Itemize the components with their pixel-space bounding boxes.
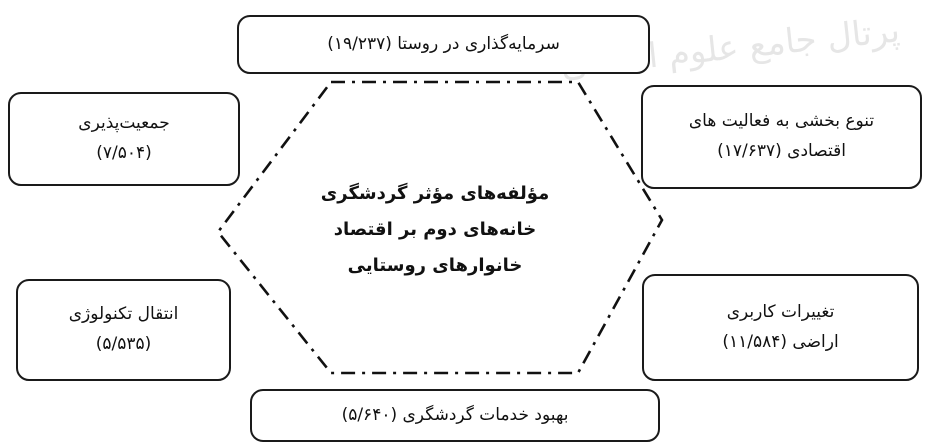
- factor-box-land-use: تغییرات کاربری اراضی (۱۱/۵۸۴): [642, 274, 919, 381]
- factor-box-diversification: تنوع بخشی به فعالیت های اقتصادی (۱۷/۶۳۷): [641, 85, 922, 189]
- factor-label-technology-line2: (۵/۵۳۵): [95, 334, 152, 354]
- factor-label-diversification-line2: اقتصادی (۱۷/۶۳۷): [717, 141, 846, 161]
- central-concept-line1: مؤلفه‌های مؤثر گردشگری: [320, 183, 550, 204]
- factor-box-investment: سرمایه‌گذاری در روستا (۱۹/۲۳۷): [237, 15, 650, 74]
- factor-label-tourism-services: بهبود خدمات گردشگری (۵/۶۴۰): [341, 404, 569, 425]
- factor-box-tourism-services: بهبود خدمات گردشگری (۵/۶۴۰): [250, 389, 660, 442]
- factor-label-investment: سرمایه‌گذاری در روستا (۱۹/۲۳۷): [327, 33, 560, 54]
- factor-label-population-line2: (۷/۵۰۴): [96, 143, 152, 163]
- factor-label-technology-line1: انتقال تکنولوژی: [68, 304, 179, 325]
- factor-box-population: جمعیت‌پذیری (۷/۵۰۴): [8, 92, 240, 186]
- central-concept-line2: خانه‌های دوم بر اقتصاد: [333, 219, 537, 240]
- factor-label-diversification-line1: تنوع بخشی به فعالیت های: [688, 111, 875, 132]
- factor-label-land-use-line1: تغییرات کاربری: [726, 301, 835, 322]
- central-concept: مؤلفه‌های مؤثر گردشگری خانه‌های دوم بر ا…: [270, 176, 600, 284]
- factor-label-population-line1: جمعیت‌پذیری: [78, 113, 170, 134]
- factor-box-technology: انتقال تکنولوژی (۵/۵۳۵): [16, 279, 231, 381]
- central-concept-line3: خانوارهای روستایی: [347, 255, 523, 276]
- factor-label-land-use-line2: اراضی (۱۱/۵۸۴): [722, 331, 839, 352]
